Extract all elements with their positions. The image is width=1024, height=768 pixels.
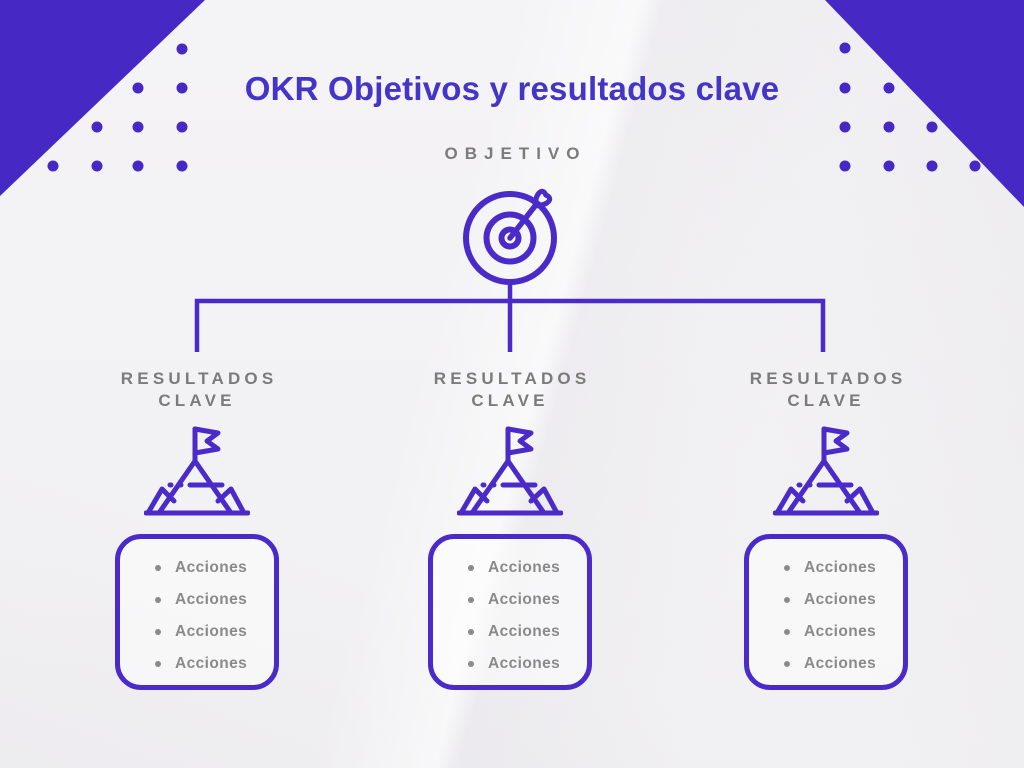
- action-label: Acciones: [488, 559, 561, 576]
- left-foothill: [145, 486, 177, 516]
- bullet-dot: [155, 661, 161, 667]
- results-column-1: RESULTADOS CLAVE Acciones Acciones Accio…: [97, 368, 297, 690]
- target-arrow-icon: [463, 188, 557, 285]
- page-title: OKR Objetivos y resultados clave: [244, 70, 780, 107]
- right-foothill: [844, 486, 876, 516]
- results-column-2: RESULTADOS CLAVE Acciones Acciones Accio…: [410, 368, 610, 690]
- results-heading: RESULTADOS CLAVE: [433, 369, 591, 410]
- actions-box: Acciones Acciones Acciones Acciones: [744, 534, 908, 690]
- mountain-flag-icon: [144, 426, 250, 516]
- action-item: Acciones: [784, 552, 903, 584]
- results-heading: RESULTADOS CLAVE: [120, 369, 278, 410]
- bullet-dot: [468, 565, 474, 571]
- objective-label: OBJETIVO: [444, 144, 587, 163]
- left-foothill: [774, 486, 806, 516]
- action-label: Acciones: [804, 655, 877, 672]
- action-item: Acciones: [468, 552, 587, 584]
- action-label: Acciones: [175, 623, 248, 640]
- bullet-dot: [784, 629, 790, 635]
- results-heading: RESULTADOS CLAVE: [749, 369, 907, 410]
- action-item: Acciones: [468, 616, 587, 648]
- action-label: Acciones: [488, 623, 561, 640]
- action-item: Acciones: [155, 584, 274, 616]
- mountain-flag-icon: [457, 426, 563, 516]
- action-item: Acciones: [155, 552, 274, 584]
- actions-list: Acciones Acciones Acciones Acciones: [120, 539, 274, 680]
- mountain-flag-icon: [773, 426, 879, 516]
- right-foothill: [215, 486, 247, 516]
- bullet-dot: [155, 565, 161, 571]
- target-rings: [463, 191, 557, 285]
- flag: [821, 426, 850, 456]
- action-label: Acciones: [804, 591, 877, 608]
- actions-box: Acciones Acciones Acciones Acciones: [115, 534, 279, 690]
- bullet-dot: [784, 565, 790, 571]
- action-item: Acciones: [468, 584, 587, 616]
- results-column-3: RESULTADOS CLAVE Acciones Acciones Accio…: [726, 368, 926, 690]
- actions-list: Acciones Acciones Acciones Acciones: [749, 539, 903, 680]
- arrow-shaft: [507, 203, 538, 241]
- action-item: Acciones: [155, 616, 274, 648]
- bullet-dot: [468, 597, 474, 603]
- action-item: Acciones: [784, 616, 903, 648]
- action-label: Acciones: [175, 591, 248, 608]
- actions-box: Acciones Acciones Acciones Acciones: [428, 534, 592, 690]
- arrow-fletching: [532, 188, 553, 209]
- action-label: Acciones: [804, 559, 877, 576]
- flag: [505, 426, 534, 456]
- action-label: Acciones: [488, 655, 561, 672]
- action-item: Acciones: [784, 584, 903, 616]
- left-foothill: [458, 486, 490, 516]
- bullet-dot: [468, 661, 474, 667]
- bullet-dot: [784, 661, 790, 667]
- bullet-dot: [468, 629, 474, 635]
- action-label: Acciones: [488, 591, 561, 608]
- actions-list: Acciones Acciones Acciones Acciones: [433, 539, 587, 680]
- right-foothill: [528, 486, 560, 516]
- bullet-dot: [155, 629, 161, 635]
- action-item: Acciones: [155, 648, 274, 680]
- action-item: Acciones: [784, 648, 903, 680]
- action-item: Acciones: [468, 648, 587, 680]
- bullet-dot: [784, 597, 790, 603]
- action-label: Acciones: [175, 559, 248, 576]
- action-label: Acciones: [175, 655, 248, 672]
- flag: [192, 426, 221, 456]
- action-label: Acciones: [804, 623, 877, 640]
- bullet-dot: [155, 597, 161, 603]
